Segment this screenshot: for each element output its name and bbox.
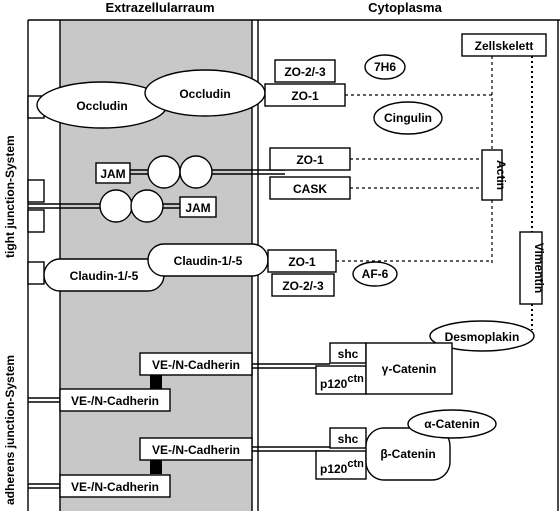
vecad-3-label: VE-/N-Cadherin (152, 443, 240, 457)
claudin-right-label: Claudin-1/-5 (174, 254, 243, 268)
vecad-3-box (139, 437, 253, 461)
occludin-left-label: Occludin (76, 99, 127, 113)
jam-bottom-circle-2 (130, 189, 164, 223)
zo1-mid-label: ZO-1 (296, 153, 324, 167)
vecad-2-label: VE-/N-Cadherin (71, 394, 159, 408)
membrane-box-4 (27, 261, 45, 285)
jam-bottom-circle-1 (99, 189, 133, 223)
vecad-junction-2 (150, 460, 162, 474)
jam-top-label: JAM (100, 167, 125, 181)
jam-top-circle-2 (179, 155, 213, 189)
cingulin-ellipse (373, 101, 443, 135)
side-label-tight: tight junction-System (3, 135, 17, 258)
membrane-box-3 (27, 209, 45, 233)
jam-bottom-label: JAM (185, 201, 210, 215)
alpha-catenin-ellipse (407, 409, 497, 439)
cingulin-label: Cingulin (384, 111, 432, 125)
actin-box (481, 149, 503, 201)
vecad-4-label: VE-/N-Cadherin (71, 480, 159, 494)
vimentin-label: Vimentin (532, 243, 546, 293)
zo23-top-box (274, 59, 336, 83)
af6-label: AF-6 (362, 267, 389, 281)
side-label-adherens: adherens junction-System (3, 355, 17, 505)
shc-1-label: shc (338, 347, 359, 361)
zo23-top-label: ZO-2/-3 (284, 65, 326, 79)
vecad-2-box (59, 388, 171, 412)
desmoplakin-label: Desmoplakin (445, 330, 520, 344)
header-cytoplasm: Cytoplasma (368, 0, 442, 15)
claudin-left-label: Claudin-1/-5 (70, 269, 139, 283)
shc-2-box (329, 427, 367, 449)
header-extracellular: Extrazellularraum (105, 0, 214, 15)
desmoplakin-ellipse (429, 320, 535, 352)
vecad-4-box (59, 474, 171, 498)
beta-catenin-box (365, 427, 451, 481)
p120-1-box (315, 365, 367, 395)
jam-top-box (95, 162, 131, 184)
jam-bottom-box (179, 196, 217, 218)
zo1-top-label: ZO-1 (291, 89, 319, 103)
beta-catenin-label: β-Catenin (380, 447, 435, 461)
af6-ellipse (352, 261, 398, 287)
zellskelett-label: Zellskelett (475, 39, 534, 53)
gamma-catenin-label: γ-Catenin (382, 362, 437, 376)
jam-top-circle-1 (147, 155, 181, 189)
occludin-right-label: Occludin (179, 87, 230, 101)
vimentin-box (519, 231, 543, 305)
zo23-low-label: ZO-2/-3 (282, 279, 324, 293)
zo1-low-label: ZO-1 (288, 255, 316, 269)
vecad-junction-1 (150, 375, 162, 389)
shc-2-label: shc (338, 432, 359, 446)
membrane-box-2 (27, 179, 45, 203)
gamma-catenin-box (365, 342, 453, 395)
zellskelett-box (461, 33, 547, 57)
zo23-low-box (271, 273, 335, 297)
cask-label: CASK (293, 182, 327, 196)
p120-1-label: p120ctn (320, 373, 364, 391)
vecad-1-box (139, 352, 253, 376)
7h6-ellipse (364, 54, 406, 80)
actin-label: Actin (494, 160, 508, 190)
alpha-catenin-label: α-Catenin (424, 417, 479, 431)
p120-2-label: p120ctn (320, 458, 364, 476)
vecad-1-label: VE-/N-Cadherin (152, 358, 240, 372)
7h6-label: 7H6 (374, 60, 396, 74)
